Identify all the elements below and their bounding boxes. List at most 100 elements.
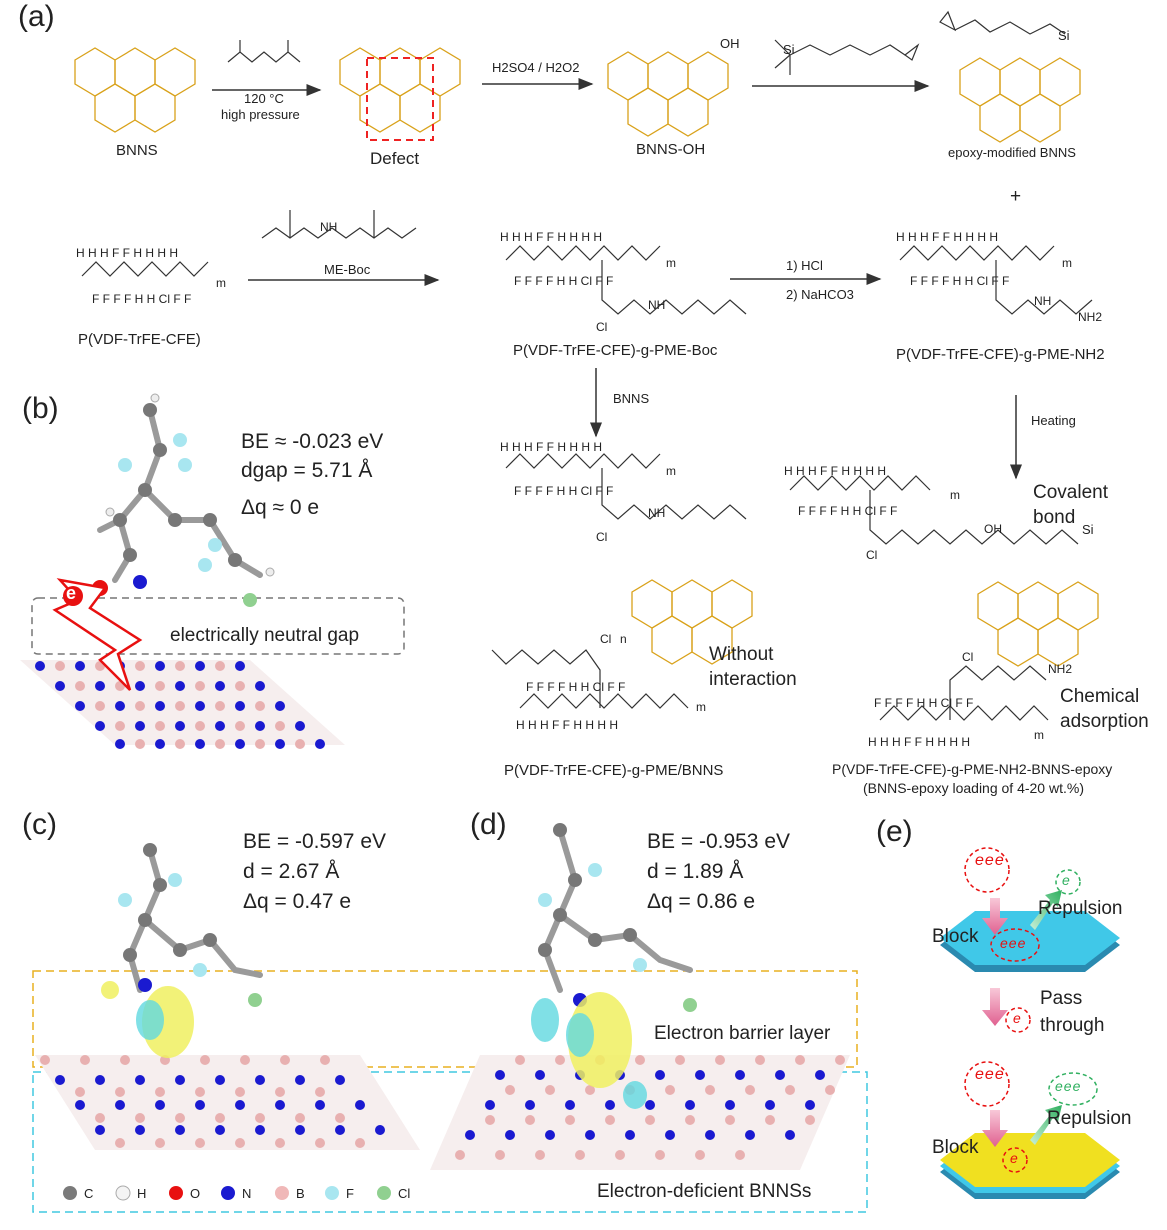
plain-m: m bbox=[666, 464, 676, 478]
final-loading: (BNNS-epoxy loading of 4-20 wt.%) bbox=[863, 780, 1084, 796]
defect-box bbox=[366, 57, 434, 141]
plain-nh: NH bbox=[648, 506, 666, 520]
epoxy-bnns-label: epoxy-modified BNNS bbox=[948, 145, 1076, 160]
epoxy-bnns-molecule bbox=[959, 57, 1081, 143]
block-1: Block bbox=[932, 926, 979, 947]
bnns-molecule bbox=[74, 47, 196, 133]
plus-sign: + bbox=[1010, 186, 1022, 207]
legend-h: H bbox=[137, 1186, 147, 1201]
cov-m: m bbox=[950, 488, 960, 502]
legend-cl: Cl bbox=[398, 1186, 411, 1201]
without-cl: Cl bbox=[600, 632, 612, 646]
repulsion-1: Repulsion bbox=[1038, 898, 1123, 919]
e-green-2: eee bbox=[1055, 1078, 1082, 1094]
polymer-f-row: F F F F H H Cl F F bbox=[92, 292, 192, 306]
b-dgap: dgap = 5.71 Å bbox=[241, 459, 373, 482]
legend-o: O bbox=[190, 1186, 201, 1201]
sheet-top bbox=[940, 911, 1120, 972]
bnns-label: BNNS bbox=[116, 142, 158, 159]
meboc-reagent bbox=[261, 210, 417, 239]
without-line1: Without bbox=[709, 644, 774, 665]
heating-step: Heating bbox=[1031, 413, 1076, 428]
bnns-stack-left bbox=[631, 579, 753, 665]
block-2: Block bbox=[932, 1137, 979, 1158]
d-distance: d = 1.89 Å bbox=[647, 860, 744, 883]
pme-bnns-label: P(VDF-TrFE-CFE)-g-PME/BNNS bbox=[504, 762, 724, 779]
e-pass: e bbox=[1013, 1010, 1021, 1026]
deficient-label: Electron-deficient BNNSs bbox=[597, 1181, 812, 1202]
arrow-down-3 bbox=[982, 1110, 1008, 1147]
cov-h-row: H H H F F H H H H bbox=[784, 464, 886, 478]
step-hcl: 1) HCl bbox=[786, 258, 823, 273]
charge-density-c2 bbox=[136, 1000, 164, 1040]
d-binding-energy: BE = -0.953 eV bbox=[647, 830, 791, 853]
barrier-box bbox=[32, 970, 858, 1068]
e-cluster-3: eee bbox=[975, 1066, 1005, 1083]
legend-b: B bbox=[296, 1186, 305, 1201]
c-binding-energy: BE = -0.597 eV bbox=[243, 830, 387, 853]
boc-f-row: F F F F H H Cl F F bbox=[514, 274, 614, 288]
cond-pressure: high pressure bbox=[221, 107, 300, 122]
b-electron: e bbox=[66, 583, 77, 603]
cov-si: Si bbox=[1082, 522, 1094, 537]
panel-label-e: (e) bbox=[876, 815, 913, 848]
lightning-icon bbox=[52, 578, 143, 691]
bnns-oh-label: BNNS-OH bbox=[636, 141, 706, 158]
oh-group: OH bbox=[720, 36, 740, 51]
final-label: P(VDF-TrFE-CFE)-g-PME-NH2-BNNS-epoxy bbox=[832, 761, 1113, 777]
b-charge: Δq ≈ 0 e bbox=[241, 496, 320, 519]
sheet-bottom bbox=[940, 1133, 1120, 1199]
reaction-arrows bbox=[212, 78, 1022, 480]
silane-reagent bbox=[774, 39, 920, 75]
atoms-c bbox=[118, 843, 262, 1007]
boc-cl: Cl bbox=[596, 320, 608, 334]
boc-nh: NH bbox=[648, 298, 666, 312]
panel-label-a: (a) bbox=[18, 0, 55, 33]
e-cluster-1: eee bbox=[975, 852, 1005, 869]
chem-nh2: NH2 bbox=[1048, 662, 1073, 676]
meboc-label: ME-Boc bbox=[324, 262, 371, 277]
step-nahco3: 2) NaHCO3 bbox=[786, 287, 854, 302]
chem-f-row: F F F F H H Cl F F bbox=[874, 696, 974, 710]
boc-m: m bbox=[666, 256, 676, 270]
polymer-h-row: H H H F F H H H H bbox=[76, 246, 178, 260]
cov-oh: OH bbox=[984, 522, 1002, 536]
chem-h-row: H H H F F H H H H bbox=[868, 735, 970, 749]
polymer-m: m bbox=[216, 276, 226, 290]
arrow-up-2 bbox=[1030, 1105, 1062, 1145]
bnns-stack-right bbox=[977, 581, 1099, 667]
nh2-nh: NH bbox=[1034, 294, 1052, 308]
si-atom: Si bbox=[1058, 28, 1070, 43]
electron-clusters-green bbox=[1048, 869, 1098, 1106]
neutral-gap-box bbox=[31, 597, 405, 655]
atoms-b bbox=[92, 393, 275, 607]
arrow-up-1 bbox=[1030, 890, 1062, 930]
boc-h-row: H H H F F H H H H bbox=[500, 230, 602, 244]
atoms-d bbox=[538, 823, 697, 1012]
arrow-down-1 bbox=[982, 898, 1008, 935]
e-cluster-2: eee bbox=[1000, 935, 1027, 951]
electron-clusters bbox=[964, 847, 1040, 1173]
polymer-label: P(VDF-TrFE-CFE) bbox=[78, 331, 201, 348]
nh2-polymer-label: P(VDF-TrFE-CFE)-g-PME-NH2 bbox=[896, 346, 1105, 363]
b-binding-energy: BE ≈ -0.023 eV bbox=[241, 430, 384, 453]
meboc-nh: NH bbox=[320, 220, 338, 234]
nh2-m: m bbox=[1062, 256, 1072, 270]
panel-label-c: (c) bbox=[22, 808, 57, 841]
pass-line2: through bbox=[1040, 1015, 1105, 1036]
repulsion-2: Repulsion bbox=[1047, 1108, 1132, 1129]
panel-label-d: (d) bbox=[470, 808, 507, 841]
cond-temp: 120 °C bbox=[244, 91, 284, 106]
nh2-h-row: H H H F F H H H H bbox=[896, 230, 998, 244]
epoxy-chain bbox=[939, 10, 1066, 35]
without-f-row: F F F F H H Cl F F bbox=[526, 680, 626, 694]
deficient-box bbox=[32, 1071, 868, 1213]
arrow-down-2 bbox=[982, 988, 1008, 1026]
acid-label: H2SO4 / H2O2 bbox=[492, 60, 580, 75]
legend-n: N bbox=[242, 1186, 252, 1201]
cov-cl: Cl bbox=[866, 548, 878, 562]
chem-cl: Cl bbox=[962, 650, 974, 664]
chem-line1: Chemical bbox=[1060, 686, 1140, 707]
bn-sheet-b bbox=[20, 660, 345, 749]
